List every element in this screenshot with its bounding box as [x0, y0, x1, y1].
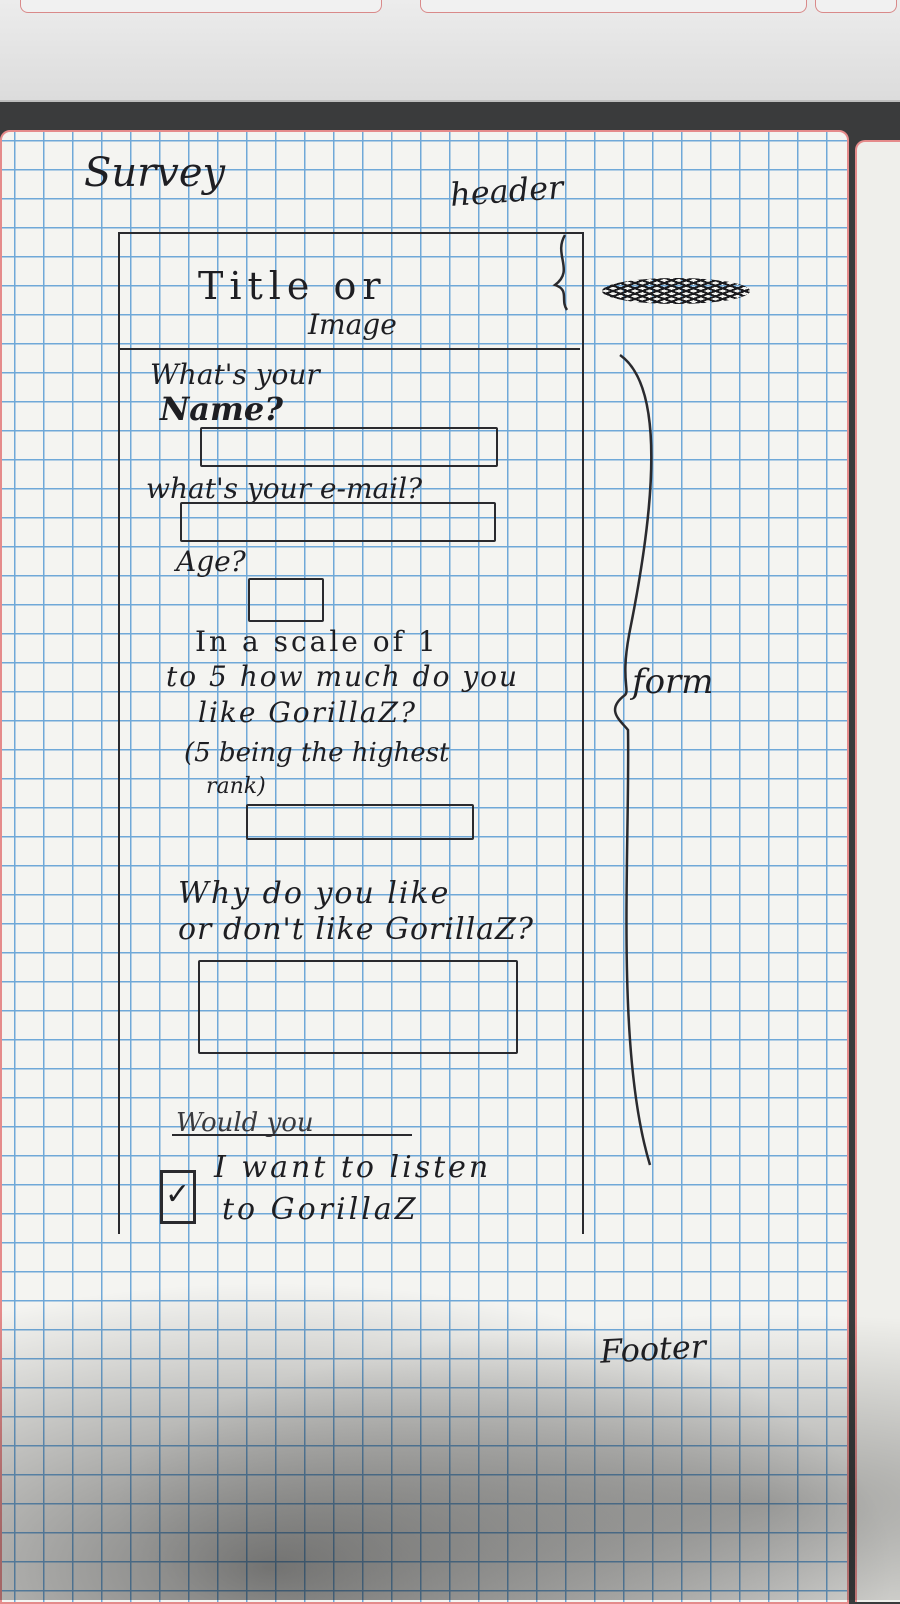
rating-label: In a scale of 1	[195, 625, 439, 658]
scribbled-out-mark	[602, 278, 750, 304]
name-label: What's your	[150, 358, 320, 391]
check-icon: ✓	[165, 1177, 191, 1212]
rating-label-line2: to 5 how much do you	[166, 660, 520, 693]
form-annotation: form	[632, 662, 714, 702]
checkbox-label-line2: to GorillaZ	[222, 1192, 419, 1227]
notebook-page-top	[0, 0, 900, 102]
rating-label-line4: (5 being the highest	[184, 738, 450, 768]
reason-textarea[interactable]	[198, 960, 518, 1054]
app-title: Survey	[84, 150, 226, 196]
strikethrough-line	[172, 1134, 412, 1136]
notebook-tab	[815, 0, 897, 13]
age-input[interactable]	[248, 578, 324, 622]
page-frame	[118, 232, 584, 1234]
header-region: Title or Image	[118, 232, 580, 350]
listen-checkbox[interactable]: ✓	[160, 1170, 196, 1224]
checkbox-label: I want to listen	[214, 1150, 492, 1185]
next-page-edge	[855, 140, 900, 1602]
footer-annotation: Footer	[599, 1327, 707, 1371]
header-annotation: header	[448, 168, 565, 214]
title-placeholder: Title or	[198, 264, 387, 308]
rating-label-line5: rank)	[206, 774, 266, 799]
name-input[interactable]	[200, 427, 498, 467]
reason-label: Why do you like	[178, 876, 451, 911]
header-bracket	[552, 234, 569, 311]
email-input[interactable]	[180, 502, 496, 542]
notebook-tab	[420, 0, 807, 13]
notebook-tab	[20, 0, 382, 13]
email-label: what's your e-mail?	[146, 472, 423, 505]
image-placeholder: Image	[308, 308, 397, 341]
name-label-line2: Name?	[160, 390, 283, 428]
age-label: Age?	[176, 545, 246, 578]
reason-label-line2: or don't like GorillaZ?	[178, 912, 534, 947]
rating-label-line3: like GorillaZ?	[198, 696, 417, 729]
struck-text: Would you	[176, 1108, 314, 1138]
form-bracket	[613, 353, 653, 1166]
rating-input[interactable]	[246, 804, 474, 840]
